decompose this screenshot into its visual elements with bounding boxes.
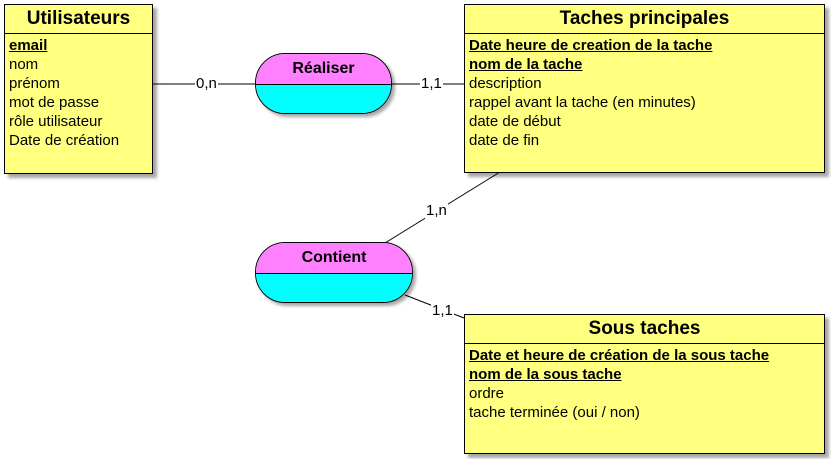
- attribute-role-utilisateur: rôle utilisateur: [9, 113, 103, 130]
- cardinality-contient-soustaches: 1,1: [431, 302, 454, 319]
- relation-contient-label: Contient: [256, 243, 412, 274]
- entity-utilisateurs-title: Utilisateurs: [5, 5, 152, 34]
- attribute-date-de-debut: date de début: [469, 113, 561, 130]
- attribute-nom-de-la-tache: nom de la tache: [469, 56, 583, 73]
- cardinality-realiser-taches: 1,1: [420, 75, 443, 92]
- attribute-description: description: [469, 75, 542, 92]
- relation-realiser-bottom: [256, 85, 391, 113]
- attribute-ordre: ordre: [469, 385, 505, 402]
- entity-sous-taches-title: Sous taches: [465, 315, 824, 344]
- entity-taches-principales[interactable]: Taches principales Date heure de creatio…: [464, 4, 825, 173]
- relation-realiser-label: Réaliser: [256, 54, 391, 85]
- attribute-nom-de-la-sous-tache: nom de la sous tache: [469, 366, 622, 383]
- attribute-email: email: [9, 37, 48, 54]
- relation-realiser[interactable]: Réaliser: [255, 53, 392, 114]
- entity-taches-principales-title: Taches principales: [465, 5, 824, 34]
- relation-contient[interactable]: Contient: [255, 242, 413, 303]
- attribute-date-heure-creation-tache: Date heure de creation de la tache: [469, 37, 713, 54]
- attribute-date-de-fin: date de fin: [469, 132, 540, 149]
- attribute-date-de-creation: Date de création: [9, 132, 120, 149]
- attribute-date-heure-creation-sous-tache: Date et heure de création de la sous tac…: [469, 347, 770, 364]
- attribute-mot-de-passe: mot de passe: [9, 94, 100, 111]
- relation-contient-bottom: [256, 274, 412, 302]
- entity-sous-taches[interactable]: Sous taches Date et heure de création de…: [464, 314, 825, 454]
- cardinality-utilisateurs-realiser: 0,n: [195, 75, 218, 92]
- attribute-nom: nom: [9, 56, 39, 73]
- entity-utilisateurs[interactable]: Utilisateurs email nom prénom mot de pas…: [4, 4, 153, 174]
- attribute-rappel-avant-la-tache: rappel avant la tache (en minutes): [469, 94, 696, 111]
- attribute-tache-terminee: tache terminée (oui / non): [469, 404, 640, 421]
- cardinality-taches-contient: 1,n: [425, 202, 448, 219]
- attribute-prenom: prénom: [9, 75, 60, 92]
